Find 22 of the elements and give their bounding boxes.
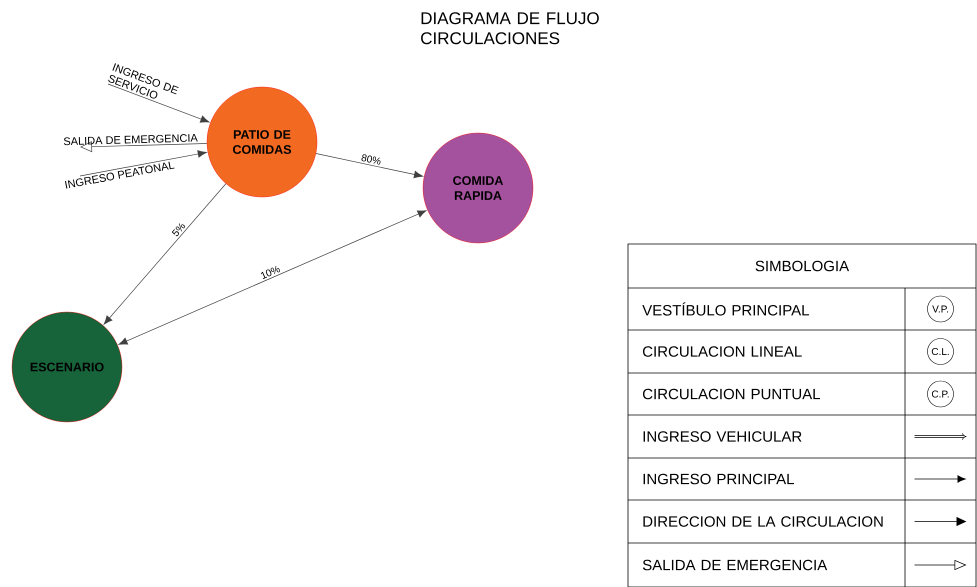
edge-label: INGRESO PEATONAL [64,162,175,189]
arrow [316,153,424,178]
legend-text: SALIDA DE EMERGENCIA [642,560,828,570]
legend-text: CIRCULACION LINEAL [642,346,802,357]
table-heading: SIMBOLOGIA [756,260,850,272]
edge-label: SALIDA DE EMERGENCIA [64,134,198,146]
edge-label: 80% [361,154,380,165]
legend-text: DIRECCION DE LA CIRCULACION [643,516,883,527]
legend-text: INGRESO VEHICULAR [644,431,802,442]
diagram-title: DIAGRAMA DE FLUJO CIRCULACIONES [421,12,599,44]
arrow [80,150,207,176]
arrow [104,183,226,325]
legend-text: CIRCULACION PUNTUAL [642,388,820,400]
arrow [108,84,210,123]
legend-text: INGRESO PRINCIPAL [644,474,794,484]
edge-label: 5% [172,223,186,236]
edge-label: 10% [260,266,280,280]
legend-text: VESTÍBULO PRINCIPAL [642,302,809,316]
circle-node: COMIDA RAPIDA [422,132,534,244]
circle-node: PATIO DE COMIDAS [206,86,318,198]
arrow [118,210,426,345]
circle-node: ESCENARIO [12,312,122,422]
